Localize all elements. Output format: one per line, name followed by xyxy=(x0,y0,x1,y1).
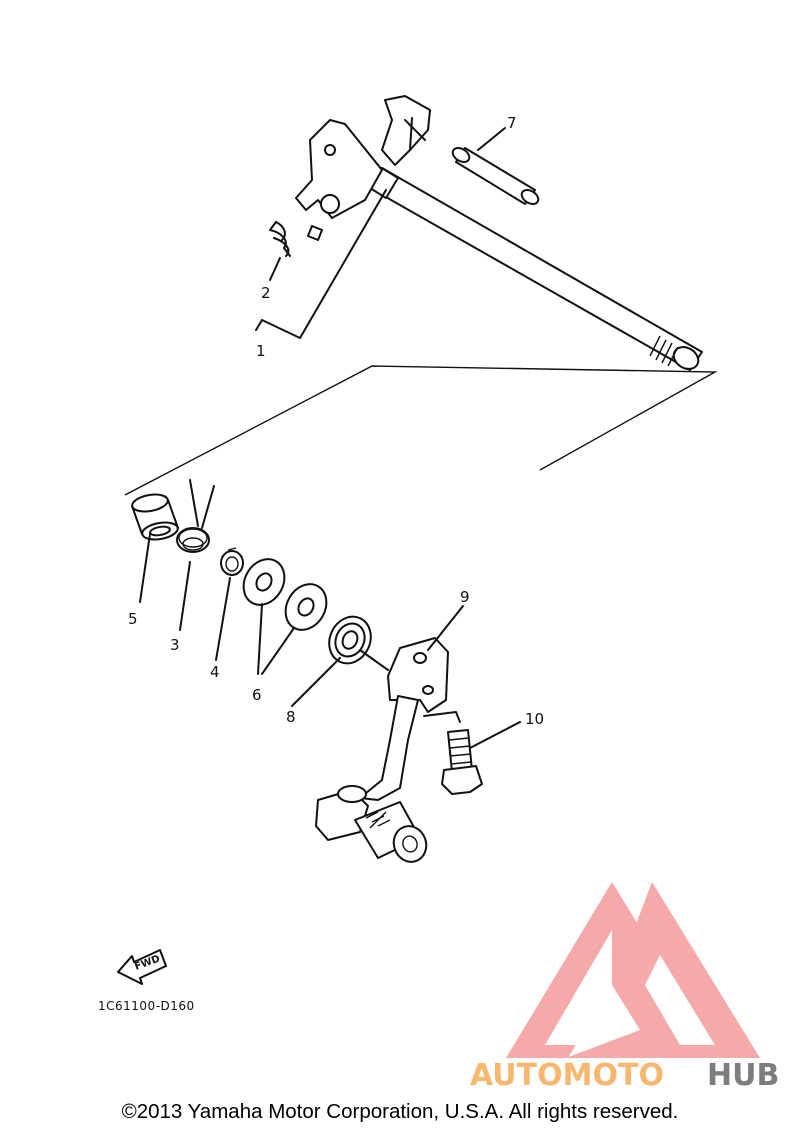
oil-seal xyxy=(328,615,372,665)
shift-shaft xyxy=(295,95,703,371)
callout-labels: 1 2 3 4 5 6 7 8 9 10 xyxy=(128,114,544,728)
fwd-arrow-icon: FWD xyxy=(117,949,167,985)
callout-6: 6 xyxy=(252,686,262,704)
washers xyxy=(242,558,328,631)
watermark-brand-part1: AUTOMOTO xyxy=(470,1058,664,1093)
callout-2: 2 xyxy=(261,284,271,302)
diagram-code: 1C61100-D160 xyxy=(98,999,195,1013)
callout-5: 5 xyxy=(128,610,138,628)
leader-lines xyxy=(139,127,521,749)
callout-4: 4 xyxy=(210,663,220,681)
copyright-text: ©2013 Yamaha Motor Corporation, U.S.A. A… xyxy=(121,1100,679,1123)
callout-3: 3 xyxy=(170,636,180,654)
spring xyxy=(269,221,291,257)
watermark-logo: AUTOMOTO HUB xyxy=(470,882,779,1093)
callout-8: 8 xyxy=(286,708,296,726)
callout-1: 1 xyxy=(256,342,266,360)
assembly-outline xyxy=(124,365,718,496)
callout-10: 10 xyxy=(525,710,544,728)
collar xyxy=(131,493,179,541)
shift-pedal xyxy=(315,637,449,863)
torsion-spring xyxy=(176,479,215,553)
circlip xyxy=(220,547,244,576)
bolt xyxy=(441,729,483,795)
callout-7: 7 xyxy=(507,114,517,132)
watermark-brand-part2: HUB xyxy=(707,1058,779,1093)
pin xyxy=(451,147,540,205)
callout-9: 9 xyxy=(460,588,470,606)
